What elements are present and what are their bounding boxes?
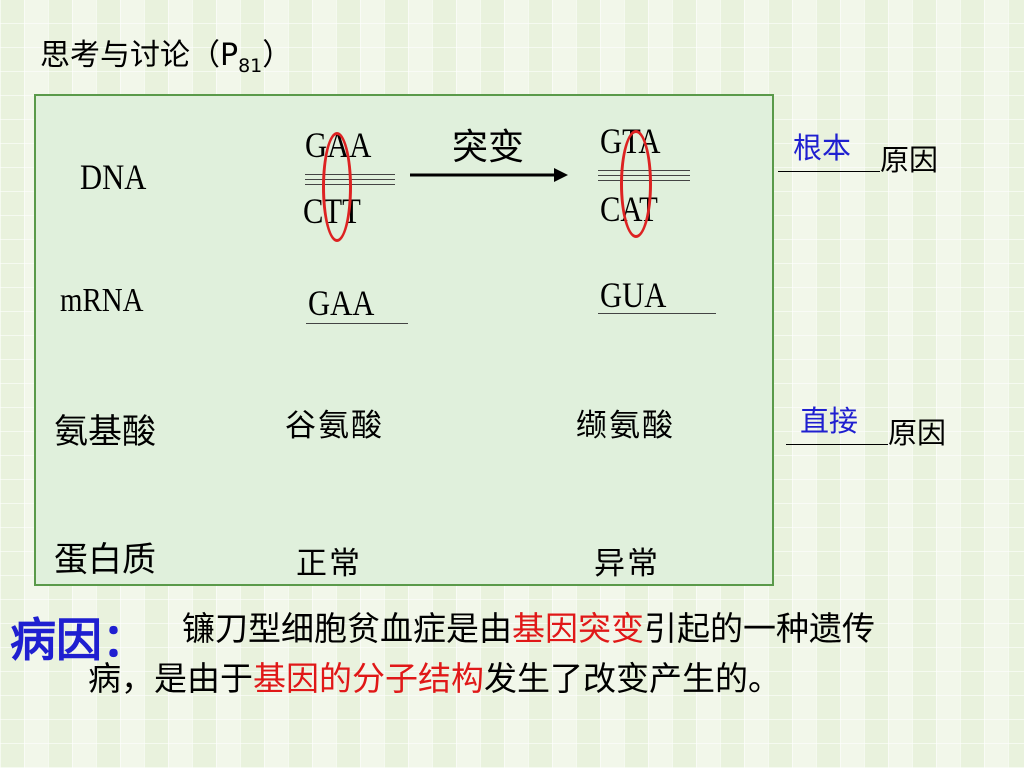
mutation-label: 突变: [452, 127, 525, 168]
cause-paragraph: 镰刀型细胞贫血症是由基因突变引起的一种遗传病，是由于基因的分子结构发生了改变产生…: [88, 604, 918, 704]
normal-protein: 正常: [296, 546, 362, 582]
cause-text-1: 镰刀型细胞贫血症是由: [182, 609, 512, 648]
mrna-label: mRNA: [60, 282, 144, 319]
mutation-arrow-icon: [410, 168, 568, 182]
mutant-mrna: GUA: [600, 275, 667, 315]
mutant-amino-acid: 缬氨酸: [576, 408, 675, 444]
slide-title: 思考与讨论（P81）: [40, 30, 292, 77]
cause-label: 病因：: [10, 613, 148, 667]
title-close: ）: [262, 38, 293, 73]
dna-label: DNA: [80, 157, 147, 197]
root-cause-blank: [778, 171, 880, 172]
direct-cause-answer: 直接: [800, 404, 859, 438]
amino-acid-label: 氨基酸: [54, 412, 156, 452]
root-cause-answer: 根本: [793, 131, 852, 165]
mutant-mutation-site-oval: [620, 130, 652, 238]
normal-mrna-underline: [306, 323, 408, 324]
cause-highlight-molecular-structure: 基因的分子结构: [253, 659, 484, 698]
direct-cause-blank: [786, 444, 888, 445]
title-subscript: 81: [238, 55, 263, 77]
normal-mrna: GAA: [308, 283, 375, 323]
mutant-mrna-underline: [598, 313, 716, 314]
mutant-protein: 异常: [594, 546, 660, 582]
cause-highlight-gene-mutation: 基因突变: [512, 609, 644, 648]
normal-mutation-site-oval: [322, 132, 352, 242]
cause-text-2: 引起的一种遗传病，是由于: [88, 609, 875, 698]
root-cause-suffix: 原因: [880, 143, 939, 177]
protein-label: 蛋白质: [54, 540, 156, 580]
direct-cause-suffix: 原因: [888, 416, 947, 450]
title-text: 思考与讨论（P: [40, 38, 239, 73]
cause-text-3: 发生了改变产生的。: [484, 659, 781, 698]
normal-amino-acid: 谷氨酸: [285, 408, 384, 444]
